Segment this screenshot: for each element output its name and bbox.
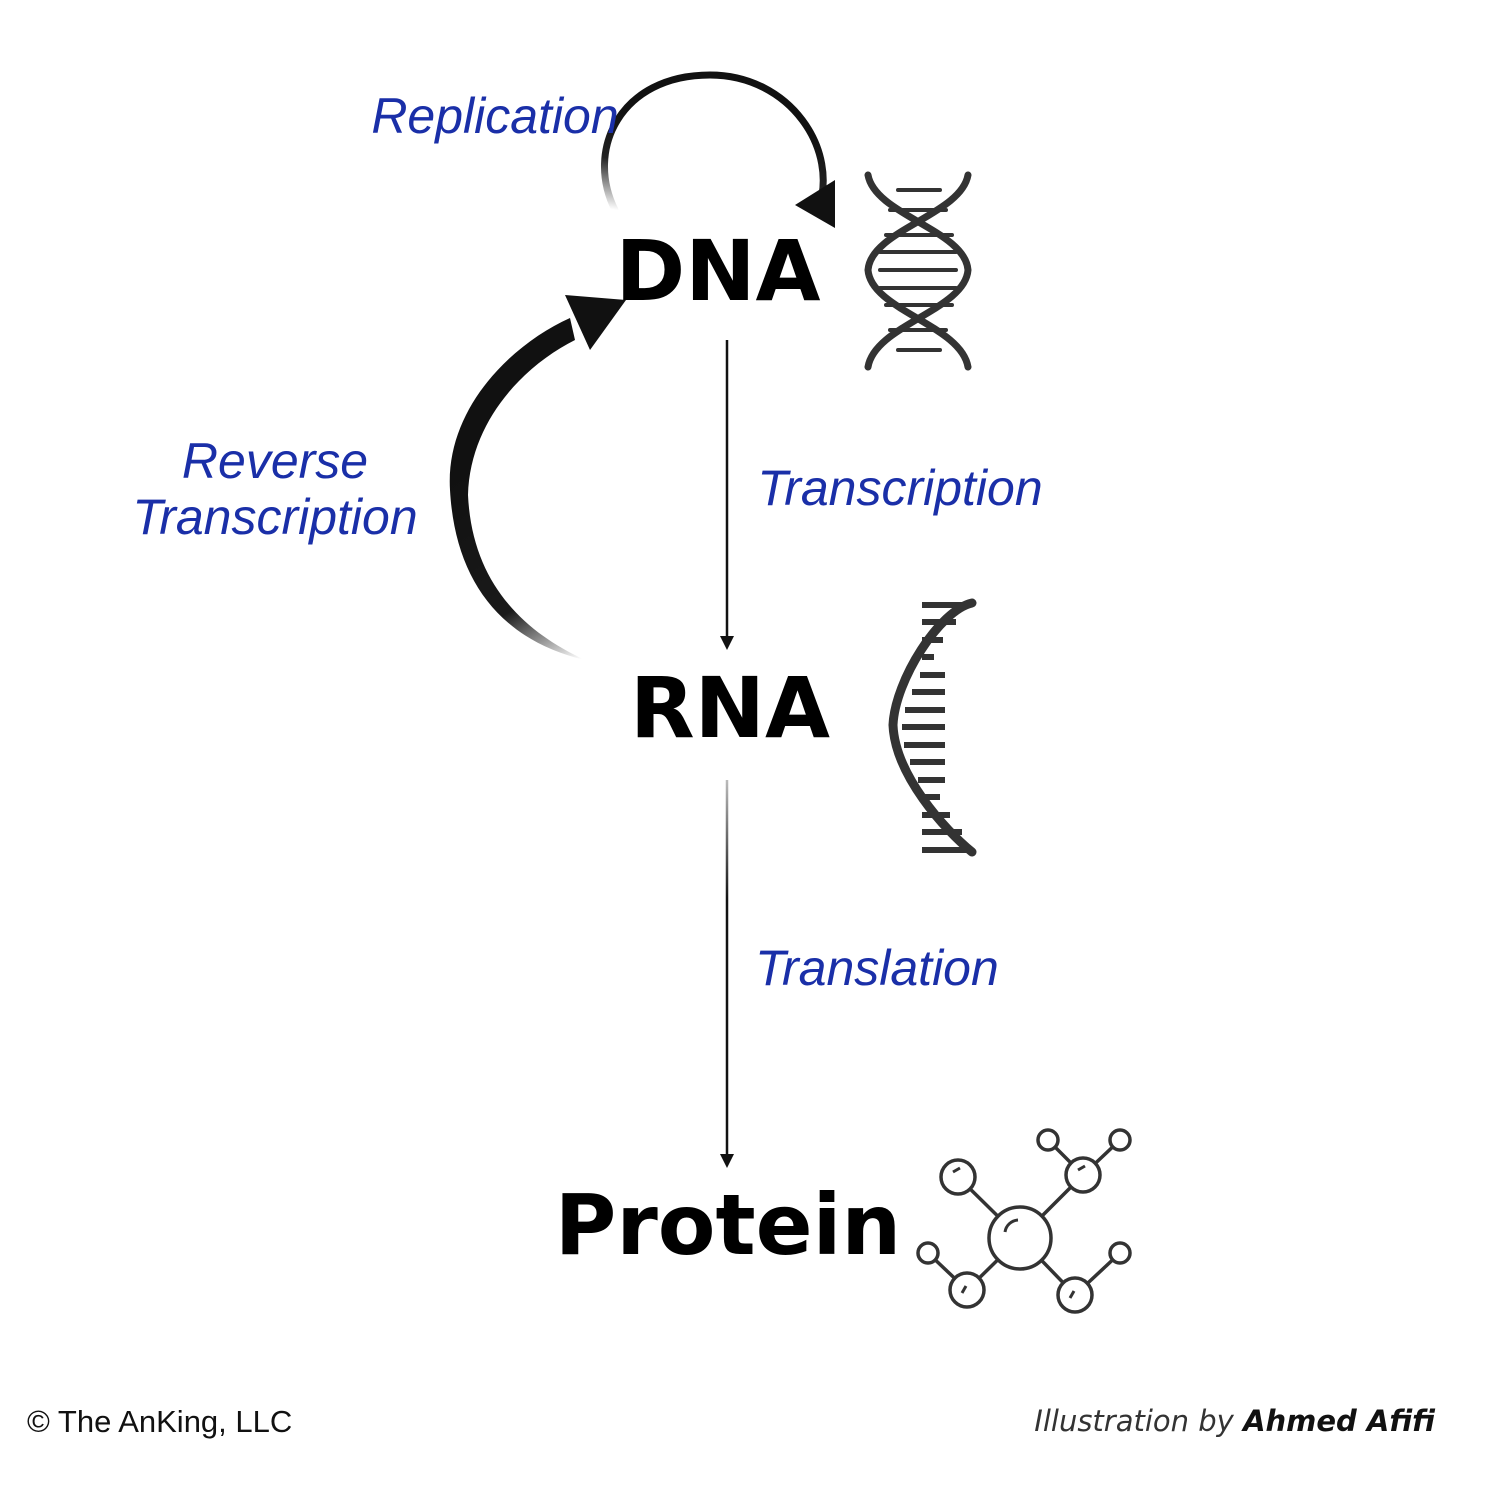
reverse-transcription-arrow <box>449 295 626 660</box>
credit-prefix: Illustration by <box>1034 1404 1234 1438</box>
translation-label: Translation <box>755 940 999 996</box>
dna-double-helix-icon <box>864 171 972 371</box>
copyright-text: © The AnKing, LLC <box>27 1404 293 1439</box>
rna-label: RNA <box>630 659 830 757</box>
replication-arrow <box>601 71 835 228</box>
transcription-arrow <box>720 340 734 650</box>
reverse-transcription-label-line2: Transcription <box>132 489 417 545</box>
dna-label: DNA <box>615 222 820 320</box>
transcription-label: Transcription <box>757 460 1042 516</box>
illustration-credit: Illustration by Ahmed Afifi <box>1034 1404 1435 1438</box>
rna-single-strand-icon <box>888 598 977 857</box>
reverse-transcription-label-line1: Reverse <box>182 433 368 489</box>
replication-label: Replication <box>371 88 618 144</box>
credit-author: Ahmed Afifi <box>1243 1404 1435 1438</box>
protein-label: Protein <box>555 1176 901 1274</box>
protein-molecule-icon <box>916 1128 1132 1314</box>
translation-arrow <box>720 780 734 1168</box>
